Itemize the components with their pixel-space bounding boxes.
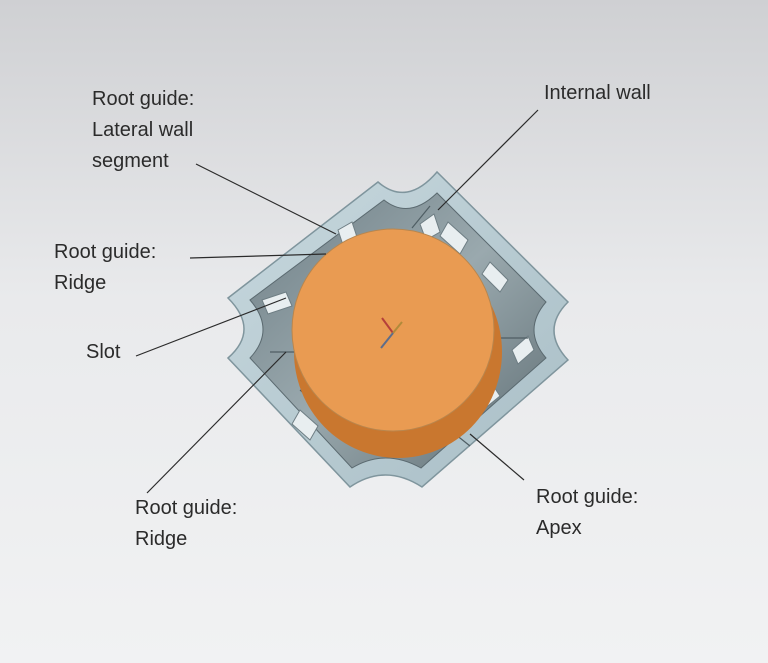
leader-lateral-wall [195, 163, 337, 235]
slot-window [481, 261, 509, 293]
root-cylinder [291, 228, 502, 458]
label-slot: Slot [86, 341, 121, 363]
ridge-line [411, 205, 431, 229]
label-ridge-left: Root guide: Ridge [54, 241, 157, 294]
label-ridge-bottom: Root guide: Ridge [135, 497, 238, 550]
label-internal-wall: Internal wall [544, 82, 651, 104]
slot-window [291, 409, 319, 441]
leader-ridge-bottom [146, 351, 287, 494]
leader-slot [135, 297, 287, 357]
label-lateral-wall: Root guide: Lateral wall segment [92, 88, 195, 172]
slot-window [261, 291, 293, 315]
leader-internal-wall [437, 109, 539, 211]
label-apex: Root guide: Apex [536, 486, 639, 539]
slot-window [511, 335, 535, 365]
root-top [291, 228, 495, 432]
leader-apex [469, 433, 525, 481]
axis-triad-icon [380, 317, 403, 349]
leader-ridge-left [189, 253, 327, 259]
leader-lines [135, 109, 539, 494]
